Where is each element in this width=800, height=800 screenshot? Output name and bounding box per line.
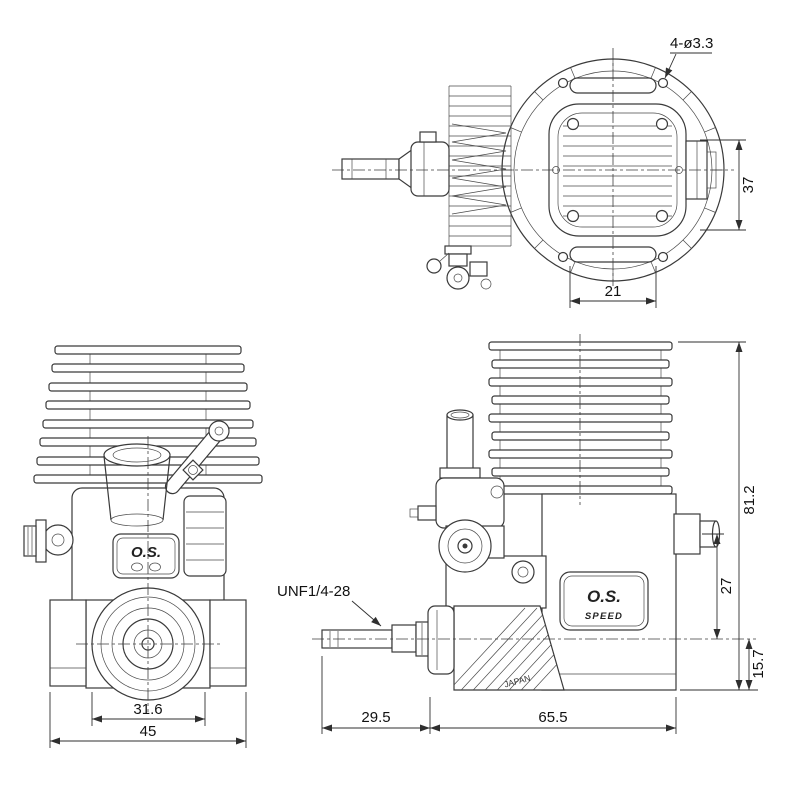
backplate — [548, 103, 687, 237]
front-view: O.S. — [23, 345, 263, 712]
crank-height-dimension: 15.7 — [750, 649, 767, 678]
exhaust-outlet — [673, 513, 721, 555]
case-length-dimension: 65.5 — [538, 709, 567, 726]
carb-body — [410, 141, 450, 197]
overall-height-dimension: 81.2 — [741, 485, 758, 514]
carburetor-side — [409, 409, 505, 573]
fuel-nipple — [446, 266, 470, 290]
throttle-arm — [164, 420, 230, 495]
ball-link — [426, 258, 442, 274]
case-boss — [511, 560, 535, 584]
front-overall-width-dimension: 45 — [140, 723, 157, 740]
front-logo-text: O.S. — [131, 544, 161, 561]
crank-boss — [427, 605, 455, 675]
side-logo-subtext: SPEED — [585, 611, 623, 622]
side-logo-text: O.S. — [587, 587, 621, 606]
rear-view — [332, 48, 734, 290]
exhaust-offset-dimension: 27 — [718, 578, 735, 595]
mount-hole — [657, 251, 669, 263]
venturi-front — [103, 443, 171, 527]
rear-height-dimension: 37 — [740, 177, 757, 194]
side-view: O.S. SPEED JAPAN — [312, 334, 756, 691]
rear-hole-callout-label: 4-ø3.3 — [670, 35, 713, 52]
cooling-fins-front — [33, 345, 263, 484]
mount-lug-left — [49, 599, 87, 687]
carburetor-rear — [341, 85, 512, 290]
crank-length-dimension: 29.5 — [361, 709, 390, 726]
needle-valve — [23, 519, 74, 563]
carb-shaft — [341, 158, 400, 180]
cooling-fins-side — [488, 341, 673, 495]
spring-coil — [451, 123, 507, 215]
side-logo-plate: O.S. SPEED — [559, 571, 649, 631]
mount-hole — [657, 77, 669, 89]
mount-lug-right — [209, 599, 247, 687]
dimension-annotations: 4-ø3.3 37 21 31.6 45 UNF1/4-28 29.5 6 — [49, 35, 767, 748]
crank-thread-label: UNF1/4-28 — [277, 583, 350, 600]
mount-hole — [557, 251, 569, 263]
exhaust-front — [183, 495, 227, 577]
rear-slot-width-dimension: 21 — [605, 283, 622, 300]
front-logo-plate: O.S. — [112, 533, 180, 579]
mount-hole — [557, 77, 569, 89]
front-mount-span-dimension: 31.6 — [133, 701, 162, 718]
